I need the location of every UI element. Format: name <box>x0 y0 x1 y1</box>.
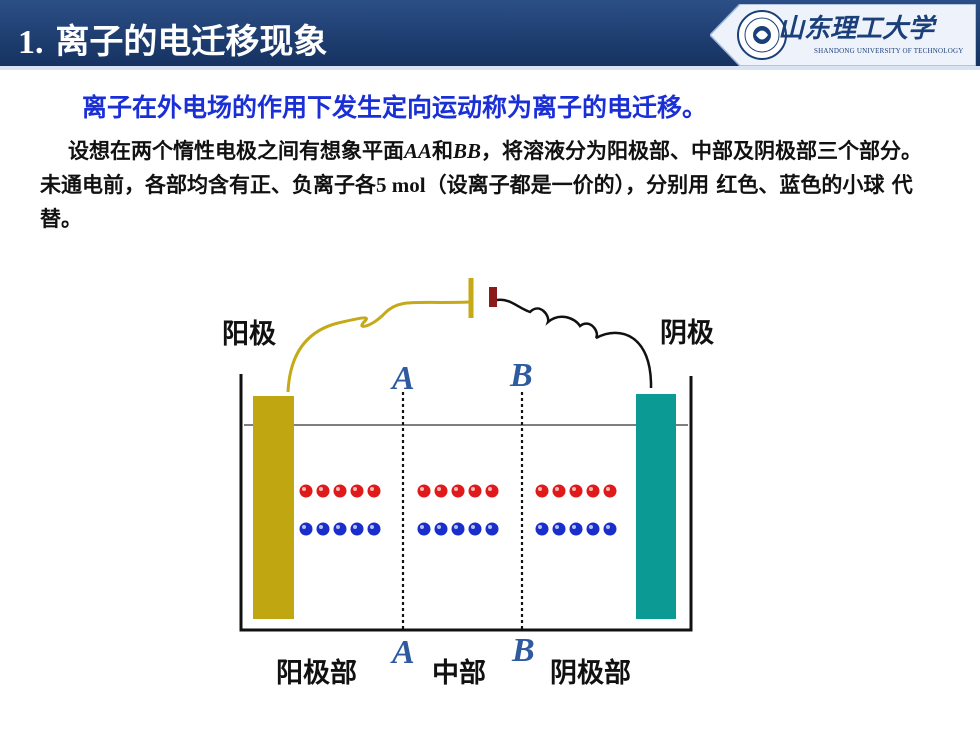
anode-region-cation-ion <box>315 483 331 499</box>
logo-background <box>710 4 976 66</box>
anode-region-cation-ion <box>349 483 365 499</box>
anode-region-cation-ion <box>332 483 348 499</box>
middle-region-cation-ion <box>467 483 483 499</box>
ion-highlight <box>420 525 424 529</box>
middle-region-cation-ion <box>484 483 500 499</box>
battery-negative-plate <box>489 287 497 307</box>
plane-aa: AA <box>404 139 433 163</box>
para-part-3: （设离子都是一价的），分别用 红色、蓝色的小球 代替。 <box>40 173 913 231</box>
middle-region-anion-ion <box>450 521 466 537</box>
ion-highlight <box>572 487 576 491</box>
ion-highlight <box>606 525 610 529</box>
anode-region-cation-ion <box>366 483 382 499</box>
cathode-region-cation-ion <box>568 483 584 499</box>
cathode-region-cation-ion <box>585 483 601 499</box>
middle-region-cation-ion <box>450 483 466 499</box>
ion-highlight <box>437 487 441 491</box>
anode-region-anion-ion <box>349 521 365 537</box>
ion-highlight <box>353 525 357 529</box>
plane-b-bottom-label: B <box>512 632 535 669</box>
middle-region-label: 中部 <box>432 658 486 689</box>
middle-region-cation-ion <box>433 483 449 499</box>
plane-b-top-label: B <box>510 357 533 394</box>
ion-highlight <box>471 487 475 491</box>
middle-region-cation-ion <box>416 483 432 499</box>
anode-region-cation-ion <box>298 483 314 499</box>
ion-highlight <box>488 487 492 491</box>
anode-region-anion-ion <box>298 521 314 537</box>
cathode-region-cation-ion <box>602 483 618 499</box>
cathode-label: 阴极 <box>660 318 714 349</box>
ion-highlight <box>454 487 458 491</box>
electrolytic-cell <box>239 374 693 632</box>
plane-a-top-label: A <box>392 360 415 397</box>
ion-highlight <box>471 525 475 529</box>
cathode-region-cation-ion <box>534 483 550 499</box>
anode-wire <box>286 300 471 393</box>
ion-highlight <box>555 525 559 529</box>
ion-highlight <box>538 487 542 491</box>
ion-highlight <box>336 487 340 491</box>
middle-region-anion-ion <box>484 521 500 537</box>
ion-highlight <box>488 525 492 529</box>
para-part-2: ，将溶液分为阳极部、中部及阴极部三个部分。未通电前，各部均含有正、负离子各 <box>40 139 923 197</box>
ion-highlight <box>302 487 306 491</box>
ion-highlight <box>437 525 441 529</box>
cathode-region-anion-ion <box>551 521 567 537</box>
middle-region-anion-ion <box>433 521 449 537</box>
anode-region-anion-ion <box>332 521 348 537</box>
anode-electrode <box>253 396 294 619</box>
ion-highlight <box>319 525 323 529</box>
ion-highlight <box>555 487 559 491</box>
ion-highlight <box>454 525 458 529</box>
logo-subtitle: SHANDONG UNIVERSITY OF TECHNOLOGY <box>814 47 964 55</box>
anode-region-anion-ion <box>315 521 331 537</box>
para-amount: 5 mol <box>376 173 426 197</box>
anode-region-label: 阳极部 <box>276 658 357 689</box>
definition-text: 离子在外电场的作用下发生定向运动称为离子的电迁移。 <box>82 93 708 122</box>
ion-highlight <box>572 525 576 529</box>
ion-highlight <box>302 525 306 529</box>
ion-highlight <box>606 487 610 491</box>
middle-region-anion-ion <box>467 521 483 537</box>
title-text: 离子的电迁移现象 <box>55 22 328 62</box>
anode-label: 阳极 <box>222 319 276 350</box>
ion-highlight <box>589 525 593 529</box>
cathode-region-anion-ion <box>585 521 601 537</box>
ion-highlight <box>370 487 374 491</box>
para-and: 和 <box>432 139 454 163</box>
para-part-1: 设想在两个惰性电极之间有想象平面 <box>68 139 404 163</box>
ion-highlight <box>538 525 542 529</box>
title-number: 1. <box>18 24 44 61</box>
middle-region-anion-ion <box>416 521 432 537</box>
ion-highlight <box>420 487 424 491</box>
cathode-region-cation-ion <box>551 483 567 499</box>
ion-highlight <box>370 525 374 529</box>
ion-highlight <box>336 525 340 529</box>
cathode-region-anion-ion <box>568 521 584 537</box>
ion-highlight <box>589 487 593 491</box>
plane-a-bottom-label: A <box>392 634 415 671</box>
cathode-region-anion-ion <box>534 521 550 537</box>
header-rule <box>0 66 980 70</box>
ion-groups <box>298 483 618 537</box>
ion-highlight <box>353 487 357 491</box>
cathode-electrode <box>636 394 676 619</box>
logo-name: 山东理工大学 <box>778 14 935 44</box>
cathode-region-anion-ion <box>602 521 618 537</box>
plane-bb: BB <box>453 139 482 163</box>
ion-highlight <box>319 487 323 491</box>
page-title: 1. 离子的电迁移现象 <box>18 14 327 63</box>
university-logo: 山东理工大学 SHANDONG UNIVERSITY OF TECHNOLOGY <box>710 4 976 66</box>
cathode-region-label: 阴极部 <box>550 658 631 689</box>
cathode-wire <box>496 298 653 389</box>
anode-region-anion-ion <box>366 521 382 537</box>
description-paragraph: 设想在两个惰性电极之间有想象平面AA和BB，将溶液分为阳极部、中部及阴极部三个部… <box>40 134 940 236</box>
